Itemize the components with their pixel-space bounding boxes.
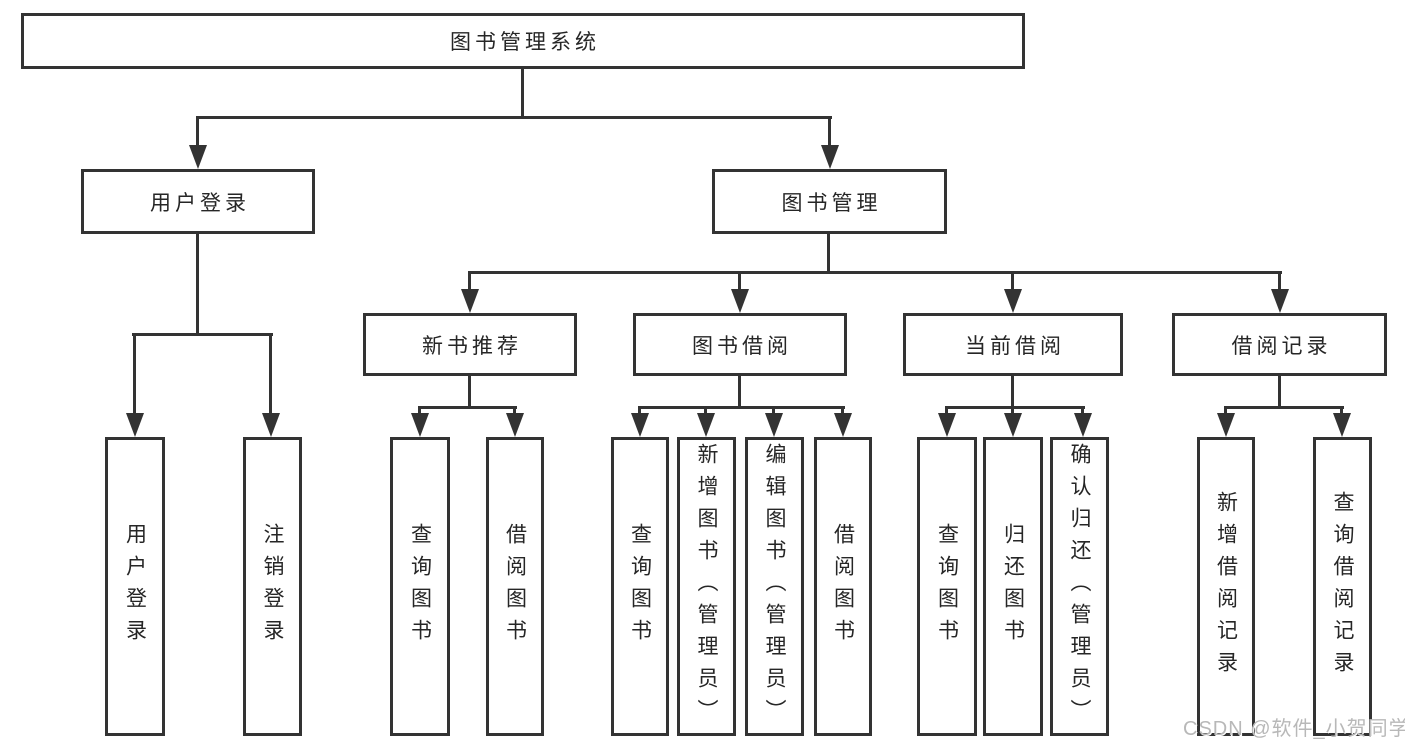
connector-line xyxy=(1278,272,1281,293)
connector-line xyxy=(521,69,524,118)
arrow-down-icon xyxy=(411,413,429,437)
arrow-down-icon xyxy=(765,413,783,437)
arrow-down-icon xyxy=(821,145,839,169)
arrow-down-icon xyxy=(506,413,524,437)
arrow-down-icon xyxy=(1271,289,1289,313)
connector-line xyxy=(1278,376,1281,409)
connector-line xyxy=(1011,376,1014,409)
connector-line xyxy=(827,234,830,274)
node-return-book: 归还图书 xyxy=(983,437,1043,736)
connector-line xyxy=(638,406,845,409)
connector-line xyxy=(1224,406,1344,409)
connector-line xyxy=(1011,407,1014,417)
node-current-borrow: 当前借阅 xyxy=(903,313,1123,376)
node-logout: 注销登录 xyxy=(243,437,302,736)
connector-line xyxy=(841,407,844,417)
node-query-books-borrow: 查询图书 xyxy=(611,437,669,736)
node-edit-book-admin: 编辑图书（管理员） xyxy=(745,437,804,736)
arrow-down-icon xyxy=(189,145,207,169)
connector-line xyxy=(945,406,1085,409)
connector-line xyxy=(196,116,832,119)
connector-line xyxy=(704,407,707,417)
connector-line xyxy=(418,406,517,409)
connector-line xyxy=(772,407,775,417)
connector-line xyxy=(196,117,199,149)
arrow-down-icon xyxy=(461,289,479,313)
node-user-login: 用户登录 xyxy=(81,169,315,234)
connector-line xyxy=(1011,272,1014,293)
connector-line xyxy=(513,407,516,417)
node-book-management: 图书管理 xyxy=(712,169,947,234)
connector-line xyxy=(1224,407,1227,417)
arrow-down-icon xyxy=(1004,289,1022,313)
node-borrow-records: 借阅记录 xyxy=(1172,313,1387,376)
arrow-down-icon xyxy=(938,413,956,437)
node-borrow-books-recommend: 借阅图书 xyxy=(486,437,544,736)
node-borrow-books: 借阅图书 xyxy=(814,437,872,736)
watermark: CSDN @软件_小贺同学 xyxy=(1183,718,1405,740)
node-root: 图书管理系统 xyxy=(21,13,1025,69)
node-book-borrow: 图书借阅 xyxy=(633,313,847,376)
connector-line xyxy=(196,234,199,336)
node-query-books-current: 查询图书 xyxy=(917,437,977,736)
arrow-down-icon xyxy=(631,413,649,437)
arrow-down-icon xyxy=(126,413,144,437)
arrow-down-icon xyxy=(834,413,852,437)
connector-line xyxy=(638,407,641,417)
connector-line xyxy=(828,117,831,149)
connector-line xyxy=(468,272,471,293)
arrow-down-icon xyxy=(1074,413,1092,437)
connector-line xyxy=(738,272,741,293)
connector-line xyxy=(132,333,273,336)
connector-line xyxy=(738,376,741,409)
connector-line xyxy=(418,407,421,417)
connector-line xyxy=(133,334,136,417)
connector-line xyxy=(468,271,1282,274)
arrow-down-icon xyxy=(1004,413,1022,437)
node-login: 用户登录 xyxy=(105,437,165,736)
node-query-borrow-record: 查询借阅记录 xyxy=(1313,437,1372,736)
arrow-down-icon xyxy=(1333,413,1351,437)
connector-line xyxy=(269,334,272,417)
connector-line xyxy=(1081,407,1084,417)
arrow-down-icon xyxy=(1217,413,1235,437)
connector-line xyxy=(1340,407,1343,417)
node-add-borrow-record: 新增借阅记录 xyxy=(1197,437,1255,736)
arrow-down-icon xyxy=(697,413,715,437)
arrow-down-icon xyxy=(262,413,280,437)
connector-line xyxy=(945,407,948,417)
connector-line xyxy=(468,376,471,409)
arrow-down-icon xyxy=(731,289,749,313)
node-confirm-return-admin: 确认归还（管理员） xyxy=(1050,437,1109,736)
node-query-books-recommend: 查询图书 xyxy=(390,437,450,736)
node-new-book-recommend: 新书推荐 xyxy=(363,313,577,376)
node-add-book-admin: 新增图书（管理员） xyxy=(677,437,736,736)
